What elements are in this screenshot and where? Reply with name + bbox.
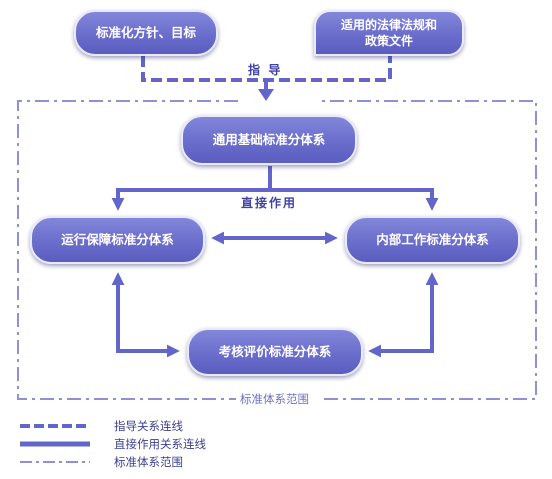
connector-internal-evaluation xyxy=(368,272,439,358)
guide-arrowhead xyxy=(258,89,274,101)
node-operation-support-standards: 运行保障标准分体系 xyxy=(30,216,205,264)
node-general-label: 通用基础标准分体系 xyxy=(212,132,326,147)
node-laws-policies: 适用的法律法规和 政策文件 xyxy=(314,10,464,56)
legend-scope-text: 标准体系范围 xyxy=(114,455,183,469)
direct-action-label: 直接作用 xyxy=(241,196,298,210)
node-internal-work-standards: 内部工作标准分体系 xyxy=(345,216,520,264)
legend-direct-text: 直接作用关系连线 xyxy=(114,437,206,451)
node-laws-line2: 政策文件 xyxy=(364,34,413,48)
node-policy-goals-label: 标准化方针、目标 xyxy=(95,25,196,40)
scope-boundary xyxy=(17,100,537,400)
node-operation-label: 运行保障标准分体系 xyxy=(61,232,174,247)
node-general-basic-standards: 通用基础标准分体系 xyxy=(181,115,357,165)
node-laws-line1: 适用的法律法规和 xyxy=(340,18,437,32)
direct-connector-right xyxy=(270,188,439,211)
legend-guide-text: 指导关系连线 xyxy=(114,419,183,433)
scope-label: 标准体系范围 xyxy=(240,392,309,406)
node-evaluation-standards: 考核评价标准分体系 xyxy=(187,328,363,376)
connector-operation-evaluation xyxy=(111,272,180,358)
guide-label: 指 导 xyxy=(248,63,281,77)
node-evaluation-label: 考核评价标准分体系 xyxy=(218,344,332,359)
node-policy-goals: 标准化方针、目标 xyxy=(74,10,218,56)
direct-connector-left xyxy=(111,188,270,211)
node-internal-label: 内部工作标准分体系 xyxy=(376,232,489,247)
